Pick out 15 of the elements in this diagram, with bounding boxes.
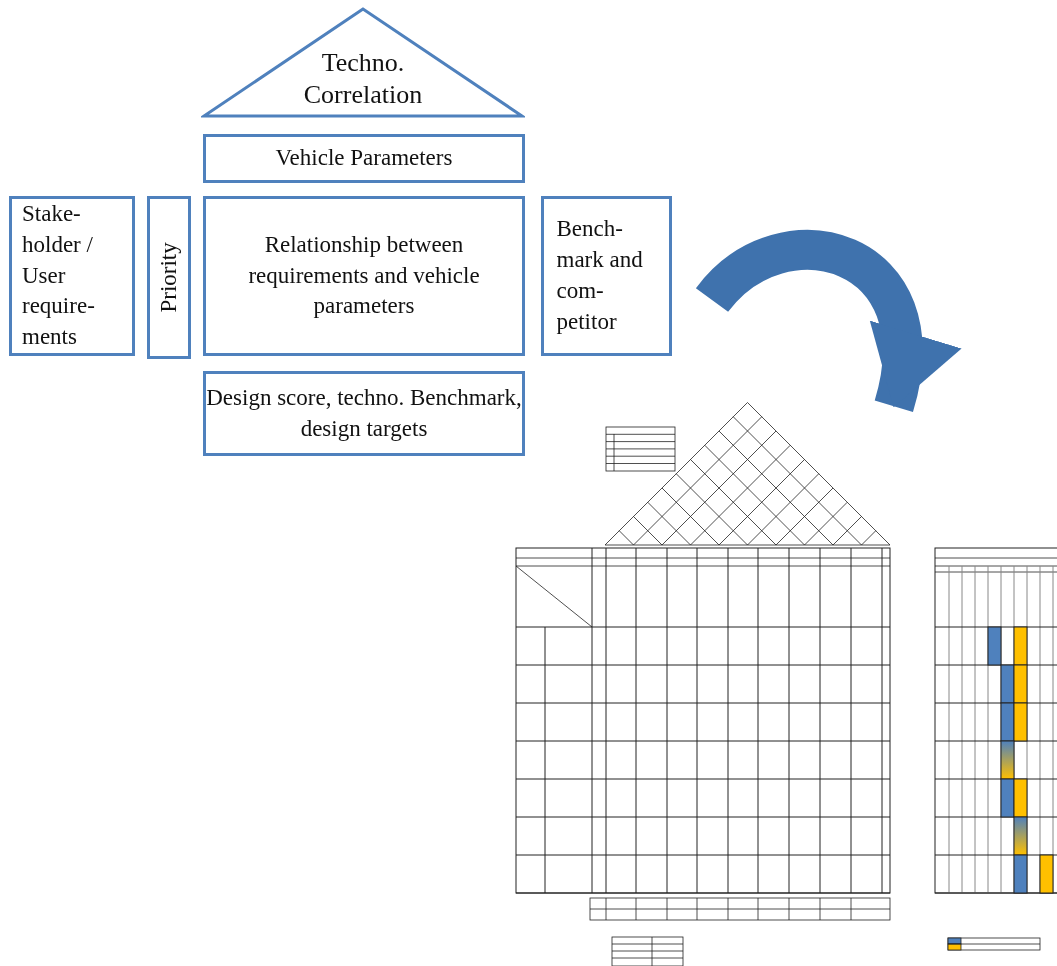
- curved-arrow: [697, 230, 962, 411]
- process-box: [203, 371, 525, 456]
- process-box: [541, 196, 672, 356]
- roof-triangle: [201, 6, 525, 118]
- box-label: Techno. Correlation: [302, 46, 424, 111]
- box-label: Stake-holder / User require-ments: [22, 199, 96, 352]
- process-box: [9, 196, 135, 356]
- box-label: Vehicle Parameters: [275, 144, 453, 173]
- box-label: Design score, techno. Benchmark, design targets: [206, 383, 522, 443]
- box-label: Relationship between requirements and vehicle parameters: [247, 230, 481, 321]
- box-label: Priority: [154, 242, 182, 313]
- process-box: [203, 196, 525, 356]
- process-box: [203, 134, 525, 183]
- box-label: Bench-mark and com-petitor: [556, 215, 644, 336]
- process-box: [147, 196, 191, 359]
